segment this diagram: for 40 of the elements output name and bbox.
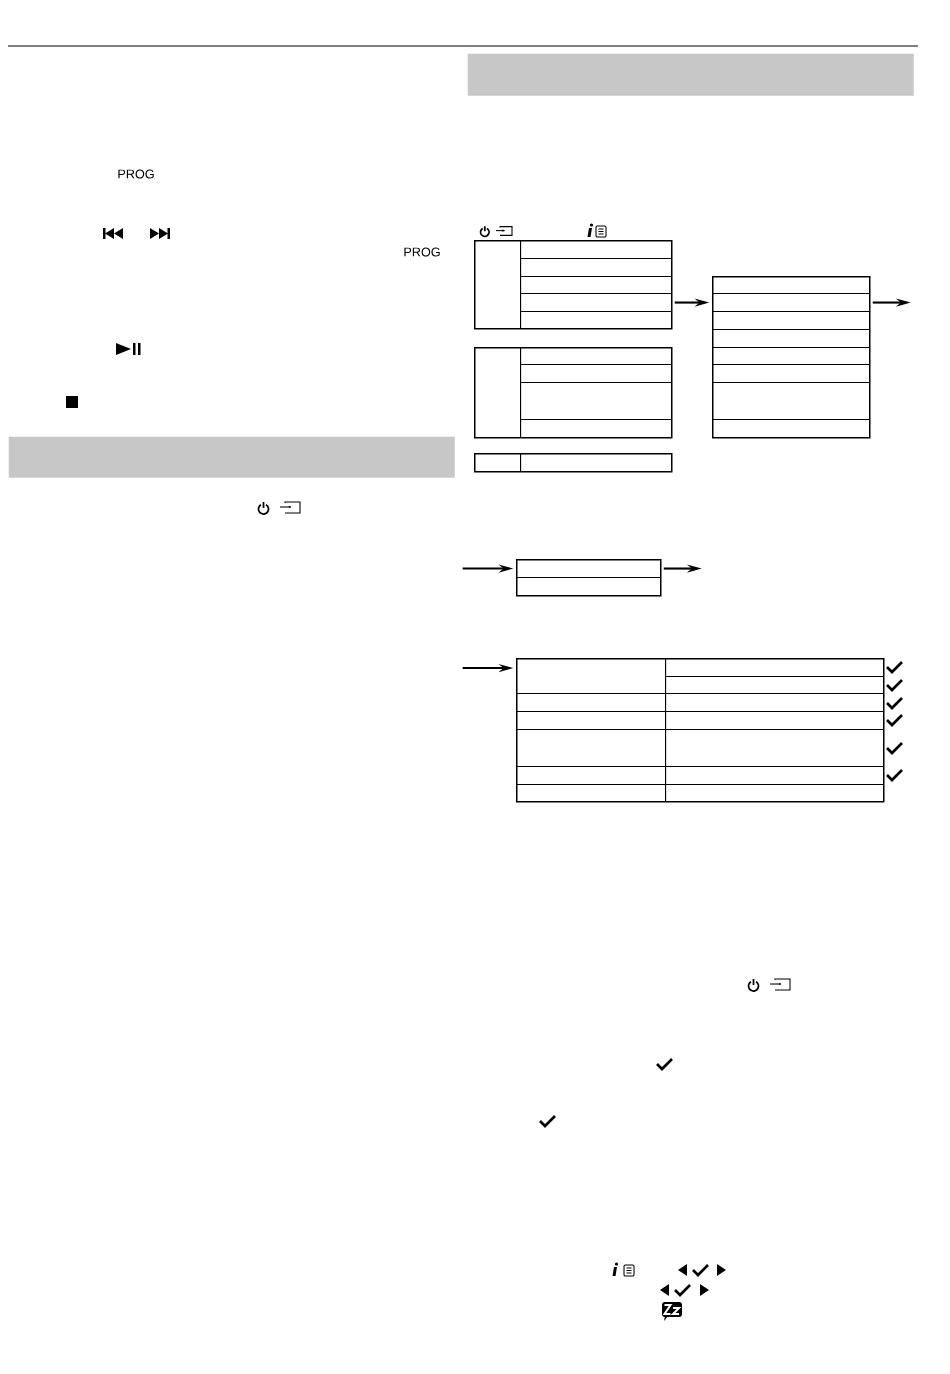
table-cell [665, 676, 885, 695]
table-cell [520, 453, 673, 473]
table-cell [516, 711, 667, 731]
table-cell [665, 711, 885, 731]
table-cell [520, 347, 673, 366]
table-cell [520, 364, 673, 384]
section-band [8, 436, 455, 478]
table-cell [516, 693, 667, 713]
table-cell [712, 419, 871, 439]
table-cell [712, 311, 871, 331]
table-cell [520, 311, 673, 330]
table-cell [516, 784, 667, 803]
table-cell [712, 329, 871, 349]
table-cell [474, 347, 522, 439]
table-cell [712, 382, 871, 421]
table-cell [520, 382, 673, 421]
table-cell [712, 364, 871, 384]
table-cell [665, 766, 885, 786]
button-label: PROG [118, 169, 154, 179]
table-cell [665, 658, 885, 678]
section-band [467, 53, 914, 96]
table-cell [474, 240, 522, 330]
table-cell [520, 276, 673, 295]
table-cell [520, 258, 673, 278]
table-cell [516, 658, 667, 695]
table-cell [516, 577, 662, 597]
button-label: PROG [404, 247, 440, 257]
table-cell [474, 453, 522, 473]
table-cell [516, 729, 667, 768]
table-cell [520, 419, 673, 439]
table-cell [665, 784, 885, 803]
table-cell [516, 766, 667, 786]
table-cell [520, 240, 673, 260]
table-cell [520, 293, 673, 313]
table-cell [712, 276, 871, 295]
table-cell [516, 559, 662, 579]
table-cell [665, 729, 885, 768]
table-cell [712, 347, 871, 366]
table-cell [712, 293, 871, 313]
table-cell [665, 693, 885, 713]
